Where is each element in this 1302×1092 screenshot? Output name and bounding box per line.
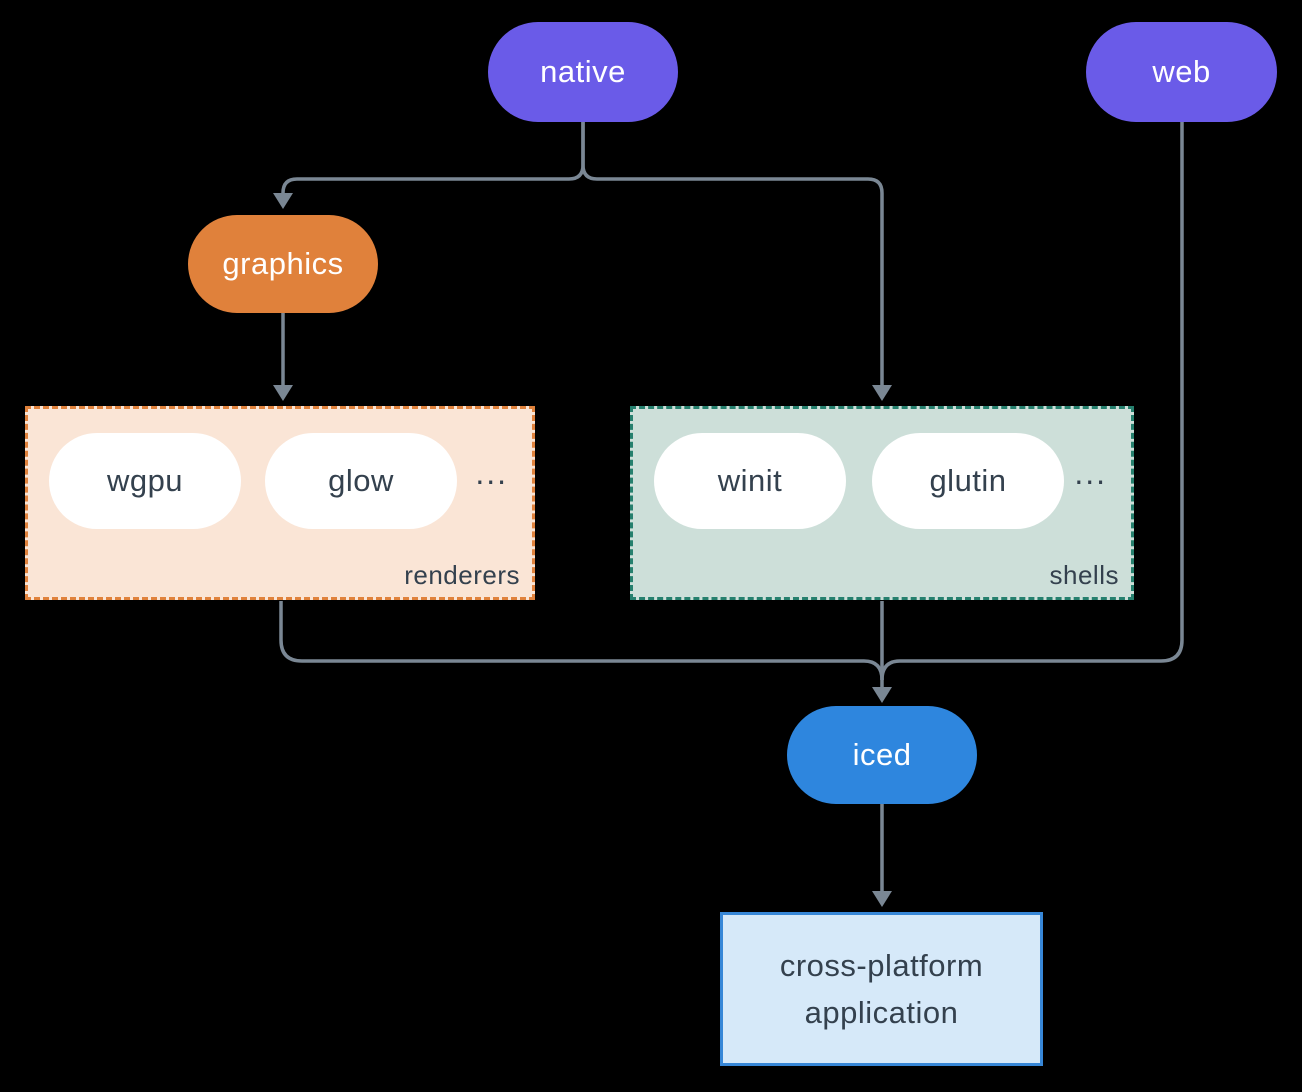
edge-native-to-graphics (281, 122, 585, 194)
renderers-ellipsis: ... (475, 455, 508, 491)
node-glow: glow (265, 433, 457, 529)
arrowhead-renderers (273, 385, 293, 401)
arrowhead-application (872, 891, 892, 907)
node-native: native (488, 22, 678, 122)
group-shells: winit glutin ... shells (630, 406, 1134, 600)
node-cross-platform-application: cross-platform application (720, 912, 1043, 1066)
node-web: web (1086, 22, 1277, 122)
node-graphics: graphics (188, 215, 378, 313)
app-label-line2: application (804, 995, 959, 1030)
renderers-label: renderers (404, 560, 520, 590)
app-label-line1: cross-platform (779, 948, 984, 983)
node-glutin: glutin (872, 433, 1064, 529)
edge-native-to-shells (581, 122, 884, 386)
edge-renderers-to-merge (279, 601, 884, 681)
node-winit: winit (654, 433, 846, 529)
shells-label: shells (1049, 560, 1119, 590)
arrowhead-iced (872, 687, 892, 703)
node-wgpu: wgpu (49, 433, 241, 529)
arrowhead-shells (872, 385, 892, 401)
shells-ellipsis: ... (1074, 455, 1107, 491)
arrowhead-graphics (273, 193, 293, 209)
edge-web-to-merge (880, 122, 1184, 681)
node-iced: iced (787, 706, 977, 804)
group-renderers: wgpu glow ... renderers (25, 406, 535, 600)
